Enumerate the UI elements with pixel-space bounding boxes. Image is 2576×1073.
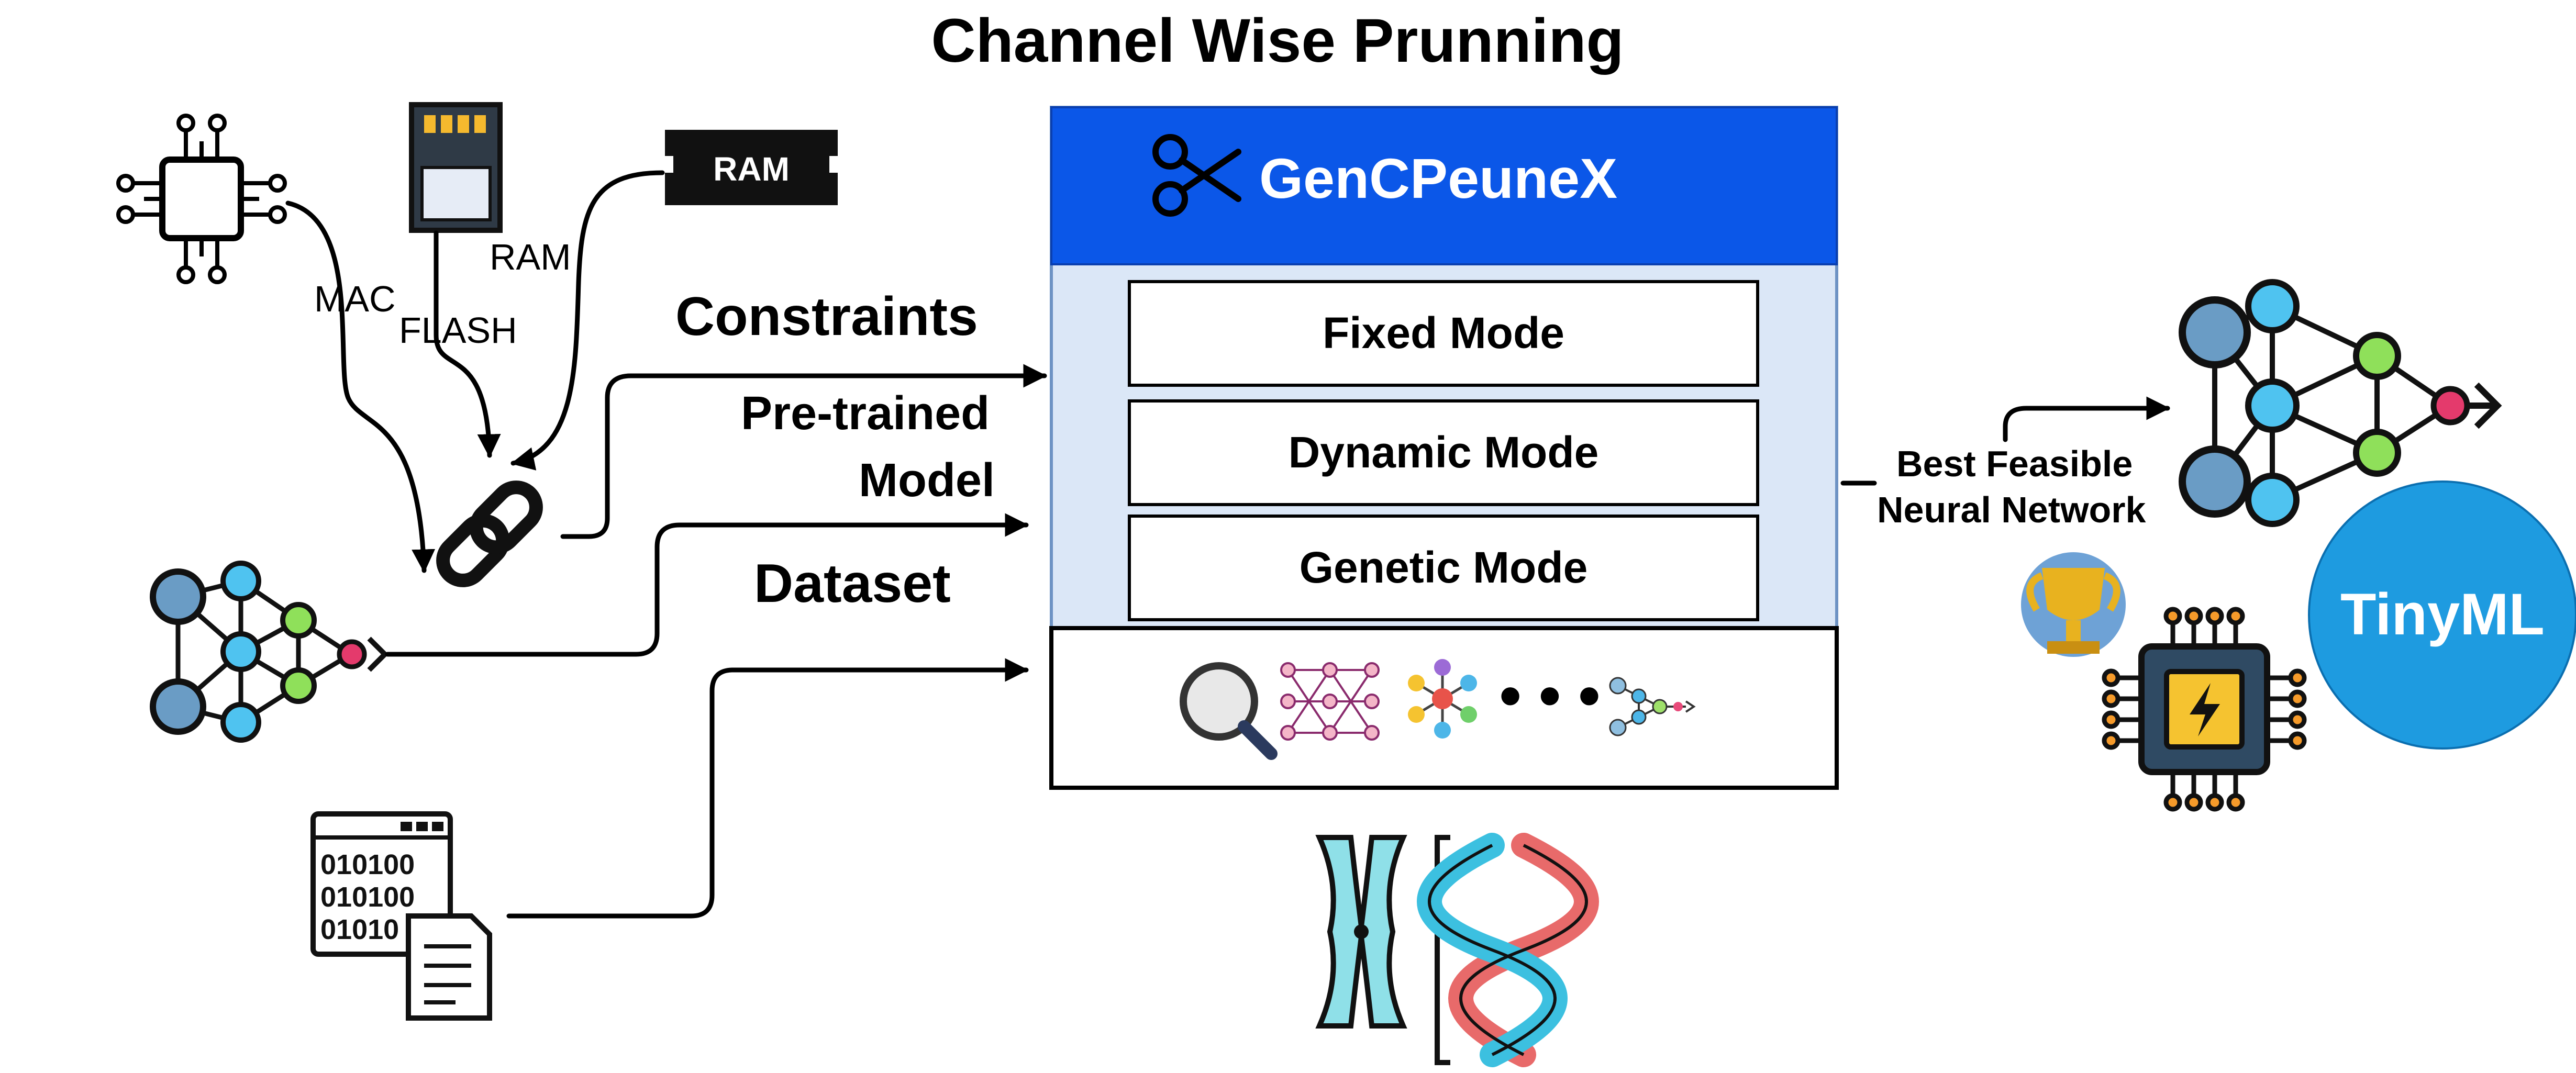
pretrained-arrow [385, 513, 1029, 657]
mode-fixed-label: Fixed Mode [1323, 308, 1564, 357]
ram-icon: RAM [665, 130, 838, 205]
microcontroller-icon [2102, 607, 2307, 812]
mode-genetic: Genetic Mode [1128, 515, 1759, 621]
mac-curve [285, 200, 436, 573]
dense-network-icon [1280, 662, 1380, 741]
mode-dynamic-label: Dynamic Mode [1289, 428, 1599, 477]
result-network-icon [2179, 279, 2502, 527]
svg-text:010100: 010100 [320, 881, 415, 913]
flash-memory-icon [409, 102, 503, 233]
pretrained-label-line1: Pre-trained [741, 387, 990, 440]
dna-helix-icon [1417, 833, 1599, 1067]
ram-chip-label: RAM [713, 150, 790, 188]
pruning-block: GenCPeuneX Fixed Mode Dynamic Mode Genet… [1049, 106, 1839, 790]
small-network-icon [1408, 659, 1477, 739]
mode-genetic-label: Genetic Mode [1300, 543, 1588, 592]
trophy-icon [2021, 552, 2126, 657]
mode-fixed: Fixed Mode [1128, 280, 1759, 387]
dataset-icon: 010100 010100 01010 [310, 811, 492, 1021]
ram-label: RAM [490, 237, 571, 277]
output-label-line1: Best Feasible [1896, 443, 2133, 484]
dataset-arrow [506, 658, 1029, 919]
pretrained-network-icon [150, 561, 389, 743]
svg-text:01010: 01010 [320, 914, 399, 945]
magnifier-icon [1180, 662, 1278, 760]
processor-icon [116, 114, 287, 284]
constraints-label: Constraints [675, 286, 978, 347]
tinyml-label: TinyML [2340, 582, 2545, 647]
link-icon [436, 480, 543, 587]
constraints-arrow [560, 364, 1047, 539]
flash-label: FLASH [399, 310, 517, 351]
svg-text:010100: 010100 [320, 849, 415, 880]
output-arrow [2003, 396, 2170, 442]
mode-dynamic: Dynamic Mode [1128, 399, 1759, 506]
output-label-line2: Neural Network [1877, 489, 2146, 530]
chromosome-icon [1315, 835, 1407, 1029]
bracket [1435, 835, 1450, 1065]
tinyml-badge: TinyML [2308, 480, 2576, 750]
ellipsis: • • • [1500, 661, 1601, 731]
mac-label: MAC [314, 278, 396, 319]
scissors-icon [1152, 134, 1241, 217]
dataset-label: Dataset [754, 553, 951, 614]
diagram-title: Channel Wise Prunning [931, 6, 1624, 75]
tool-name: GenCPeuneX [1259, 147, 1617, 210]
tiny-network-icon [1609, 677, 1696, 736]
ram-curve [510, 170, 665, 471]
flash-curve [434, 230, 501, 458]
pretrained-label-line2: Model [859, 454, 995, 507]
